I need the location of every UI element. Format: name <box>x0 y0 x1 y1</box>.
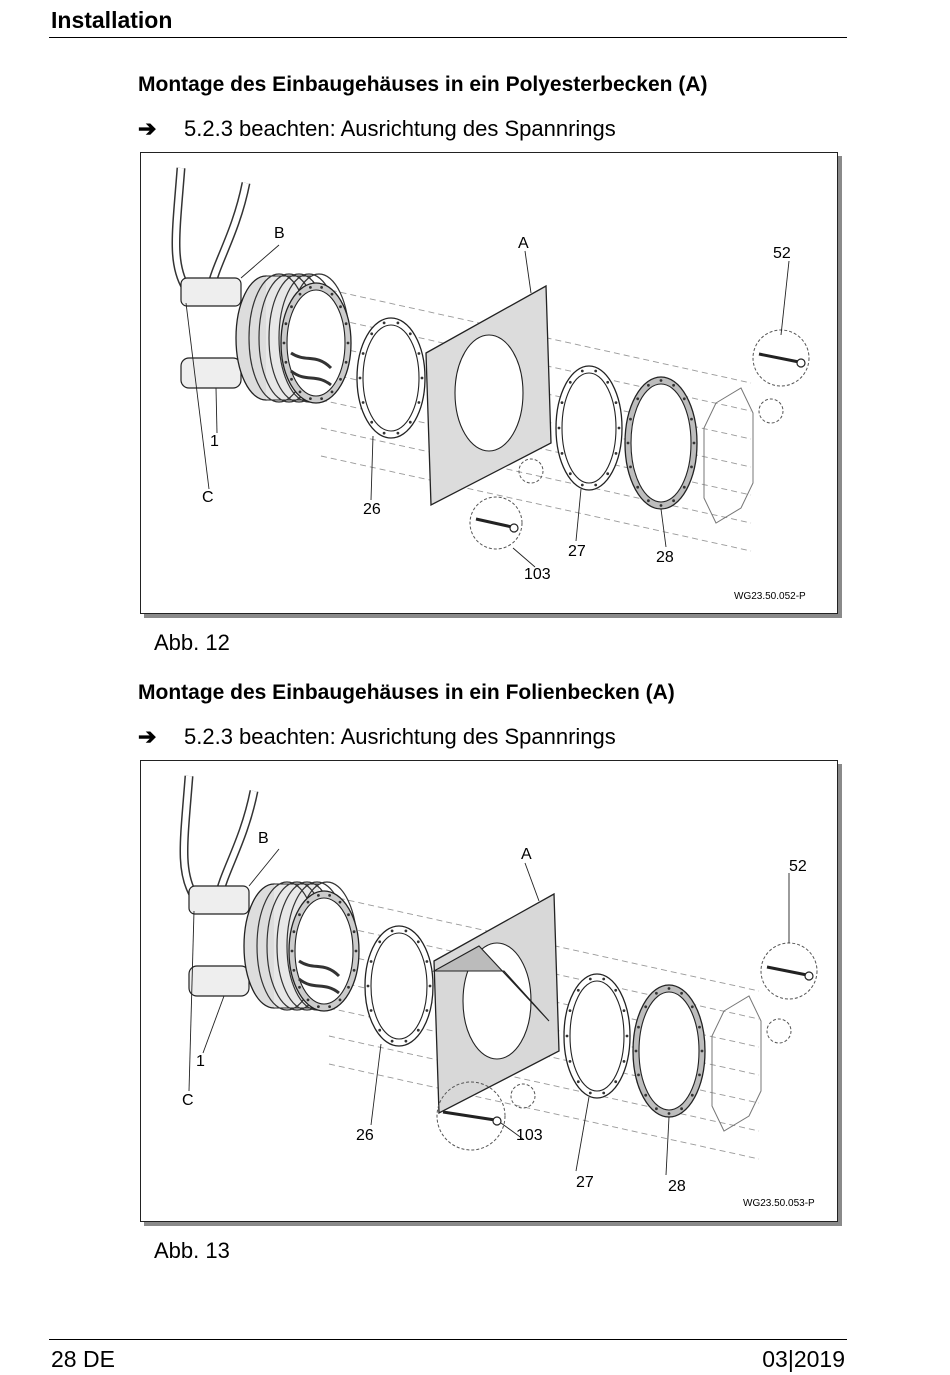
instruction-folie: ➔ 5.2.3 beachten: Ausrichtung des Spannr… <box>138 724 616 750</box>
section-title-folie: Montage des Einbaugehäuses in ein Folien… <box>138 681 675 704</box>
arrow-right-icon: ➔ <box>138 116 157 141</box>
label-103: 103 <box>524 566 551 583</box>
figure-code: WG23.50.052-P <box>734 591 806 602</box>
label-27: 27 <box>576 1174 594 1191</box>
label-c: C <box>182 1092 194 1109</box>
label-52: 52 <box>773 245 791 262</box>
exploded-diagram-folie <box>179 775 818 1176</box>
figure-caption: Abb. 12 <box>154 630 230 655</box>
instruction-polyester: ➔ 5.2.3 beachten: Ausrichtung des Spannr… <box>138 116 616 142</box>
figure-folie: B A 52 1 C 26 103 27 28 WG23.50.053-P <box>140 760 838 1222</box>
figure-code: WG23.50.053-P <box>743 1198 815 1209</box>
page-header-title: Installation <box>51 7 173 33</box>
label-1: 1 <box>196 1053 205 1070</box>
figure-polyester: B A 52 1 C 26 27 28 103 WG23.50.052-P <box>140 152 838 614</box>
label-1: 1 <box>210 433 219 450</box>
label-103: 103 <box>516 1127 543 1144</box>
instruction-text: 5.2.3 beachten: Ausrichtung des Spannrin… <box>184 116 616 141</box>
label-26: 26 <box>356 1127 374 1144</box>
label-26: 26 <box>363 501 381 518</box>
footer-rule <box>49 1339 847 1340</box>
exploded-diagram-polyester <box>171 167 810 568</box>
footer-date: 03|2019 <box>762 1346 845 1372</box>
section-title-polyester: Montage des Einbaugehäuses in ein Polyes… <box>138 73 708 96</box>
label-b: B <box>258 830 269 847</box>
arrow-right-icon: ➔ <box>138 724 157 749</box>
label-52: 52 <box>789 858 807 875</box>
label-a: A <box>518 235 529 252</box>
instruction-text: 5.2.3 beachten: Ausrichtung des Spannrin… <box>184 724 616 749</box>
header-rule <box>49 37 847 38</box>
footer-page-number: 28 DE <box>51 1346 115 1372</box>
label-28: 28 <box>656 549 674 566</box>
label-b: B <box>274 225 285 242</box>
label-27: 27 <box>568 543 586 560</box>
label-c: C <box>202 489 214 506</box>
figure-caption: Abb. 13 <box>154 1238 230 1263</box>
label-28: 28 <box>668 1178 686 1195</box>
label-a: A <box>521 846 532 863</box>
